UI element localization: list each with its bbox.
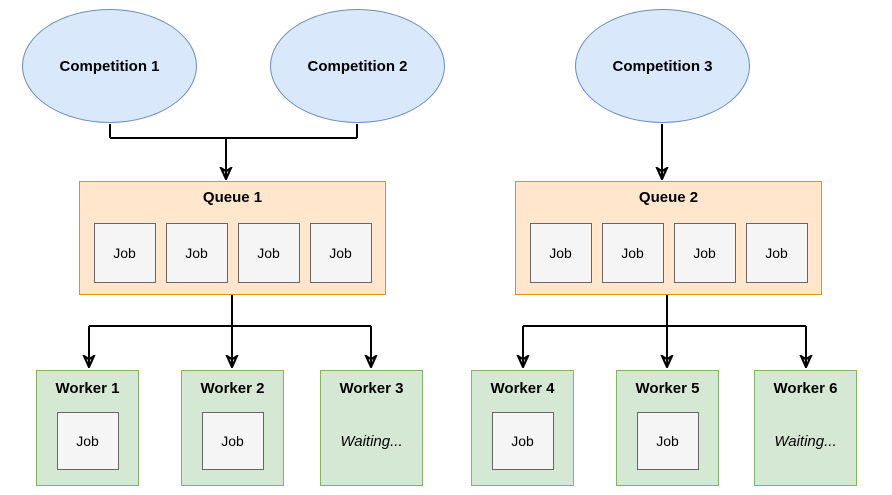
job-label: Job xyxy=(329,245,352,261)
worker-title: Worker 2 xyxy=(200,380,265,397)
job-label: Job xyxy=(621,245,644,261)
queue-title: Queue 2 xyxy=(638,189,699,206)
competition-node-1: Competition 1 xyxy=(22,9,197,123)
competition-label: Competition 3 xyxy=(612,57,713,75)
worker-node-5: Worker 5 Job xyxy=(616,370,719,486)
connector-competition1-2-merge xyxy=(109,124,358,139)
job-box: Job xyxy=(491,412,554,470)
worker-title: Worker 6 xyxy=(773,380,838,397)
worker-node-3: Worker 3 Waiting... xyxy=(320,370,423,486)
queue-node-2: Queue 2 Job Job Job Job xyxy=(515,181,822,295)
queue-job-row: Job Job Job Job xyxy=(93,223,372,283)
job-box: Job xyxy=(309,223,372,283)
worker-node-4: Worker 4 Job xyxy=(471,370,574,486)
job-label: Job xyxy=(765,245,788,261)
worker-title: Worker 3 xyxy=(339,380,404,397)
queue-title: Queue 1 xyxy=(202,189,263,206)
job-label: Job xyxy=(693,245,716,261)
job-box: Job xyxy=(673,223,736,283)
waiting-label: Waiting... xyxy=(340,432,403,450)
worker-node-1: Worker 1 Job xyxy=(36,370,139,486)
competition-node-3: Competition 3 xyxy=(575,9,750,123)
job-box: Job xyxy=(201,412,264,470)
queue-node-1: Queue 1 Job Job Job Job xyxy=(79,181,386,295)
job-box: Job xyxy=(601,223,664,283)
job-box: Job xyxy=(93,223,156,283)
job-box: Job xyxy=(636,412,699,470)
job-label: Job xyxy=(511,433,534,449)
worker-title: Worker 4 xyxy=(490,380,555,397)
worker-node-2: Worker 2 Job xyxy=(181,370,284,486)
worker-node-6: Worker 6 Waiting... xyxy=(754,370,857,486)
job-label: Job xyxy=(113,245,136,261)
worker-title: Worker 5 xyxy=(635,380,700,397)
worker-title: Worker 1 xyxy=(55,380,120,397)
job-label: Job xyxy=(185,245,208,261)
job-label: Job xyxy=(76,433,99,449)
competition-node-2: Competition 2 xyxy=(270,9,445,123)
job-box: Job xyxy=(745,223,808,283)
job-box: Job xyxy=(56,412,119,470)
job-box: Job xyxy=(237,223,300,283)
job-label: Job xyxy=(656,433,679,449)
job-label: Job xyxy=(221,433,244,449)
job-box: Job xyxy=(529,223,592,283)
queue-job-row: Job Job Job Job xyxy=(529,223,808,283)
job-label: Job xyxy=(549,245,572,261)
waiting-label: Waiting... xyxy=(774,432,837,450)
competition-label: Competition 2 xyxy=(307,57,408,75)
job-box: Job xyxy=(165,223,228,283)
job-label: Job xyxy=(257,245,280,261)
competition-label: Competition 1 xyxy=(59,57,160,75)
